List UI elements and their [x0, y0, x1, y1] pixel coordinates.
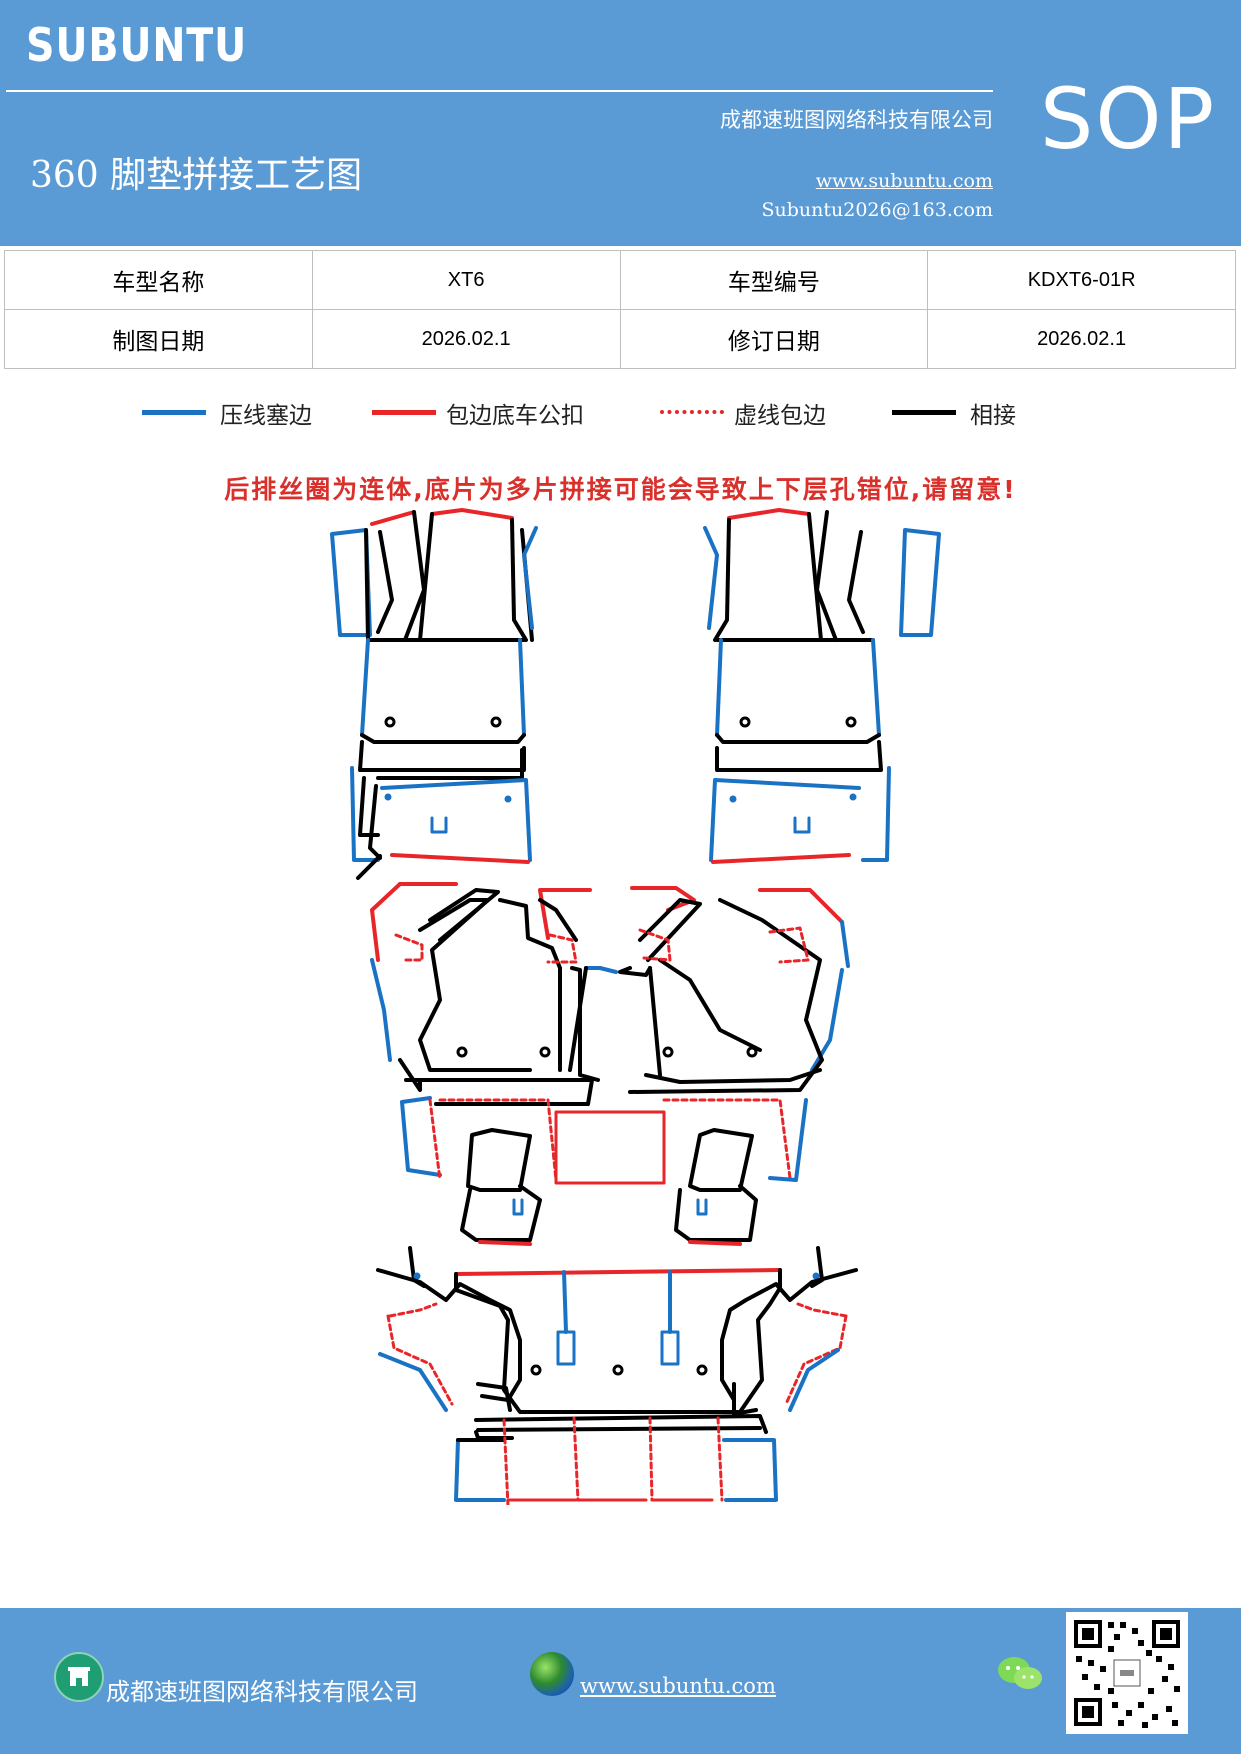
model-code-label: 车型编号 — [619, 250, 929, 310]
qr-code[interactable] — [1066, 1612, 1188, 1734]
front-left-mat — [330, 508, 538, 880]
legend-swatch-blue — [142, 410, 206, 415]
building-icon — [54, 1652, 104, 1702]
header-banner: SUBUNTU 360 脚垫拼接工艺图 成都速班图网络科技有限公司 www.su… — [0, 0, 1241, 246]
revision-date-value: 2026.02.1 — [927, 309, 1236, 369]
header-email[interactable]: Subuntu2026@163.com — [761, 199, 993, 221]
footer-website-link[interactable]: www.subuntu.com — [580, 1674, 776, 1698]
wechat-icon[interactable] — [996, 1654, 1044, 1698]
header-divider — [6, 90, 993, 92]
legend-swatch-red-dotted — [660, 410, 724, 414]
revision-date-label: 修订日期 — [619, 309, 929, 369]
warning-note: 后排丝圈为连体,底片为多片拼接可能会导致上下层孔错位,请留意! — [224, 475, 1017, 504]
legend-label: 压线塞边 — [220, 403, 312, 429]
table-row: 制图日期 2026.02.1 修订日期 2026.02.1 — [4, 309, 1236, 369]
globe-icon — [530, 1652, 574, 1696]
footer-banner: 成都速班图网络科技有限公司 www.subuntu.com — [0, 1608, 1241, 1754]
model-code-value: KDXT6-01R — [927, 250, 1236, 310]
page-title: 360 脚垫拼接工艺图 — [30, 155, 363, 196]
model-name-label: 车型名称 — [4, 250, 313, 310]
legend-label: 包边底车公扣 — [446, 403, 584, 429]
vehicle-info-table: 车型名称 XT6 车型编号 KDXT6-01R 制图日期 2026.02.1 修… — [4, 250, 1236, 369]
legend-label: 虚线包边 — [734, 403, 826, 429]
legend: 压线塞边 包边底车公扣 虚线包边 相接 — [0, 396, 1241, 440]
second-row-mats — [370, 882, 850, 1246]
draw-date-value: 2026.02.1 — [311, 309, 621, 369]
footer-company: 成都速班图网络科技有限公司 — [106, 1678, 418, 1706]
header-company: 成都速班图网络科技有限公司 — [720, 108, 993, 132]
draw-date-label: 制图日期 — [4, 309, 313, 369]
table-row: 车型名称 XT6 车型编号 KDXT6-01R — [4, 250, 1236, 310]
header-website-link[interactable]: www.subuntu.com — [815, 170, 993, 192]
legend-swatch-red — [372, 410, 436, 415]
front-right-mat — [703, 508, 941, 864]
floor-mat-diagram — [330, 508, 941, 1505]
sop-badge: SOP — [1040, 70, 1217, 168]
model-name-value: XT6 — [311, 250, 621, 310]
legend-label: 相接 — [970, 403, 1016, 429]
legend-swatch-black — [892, 410, 956, 415]
third-row-mats — [376, 1246, 858, 1505]
brand-logo: SUBUNTU — [26, 18, 248, 72]
